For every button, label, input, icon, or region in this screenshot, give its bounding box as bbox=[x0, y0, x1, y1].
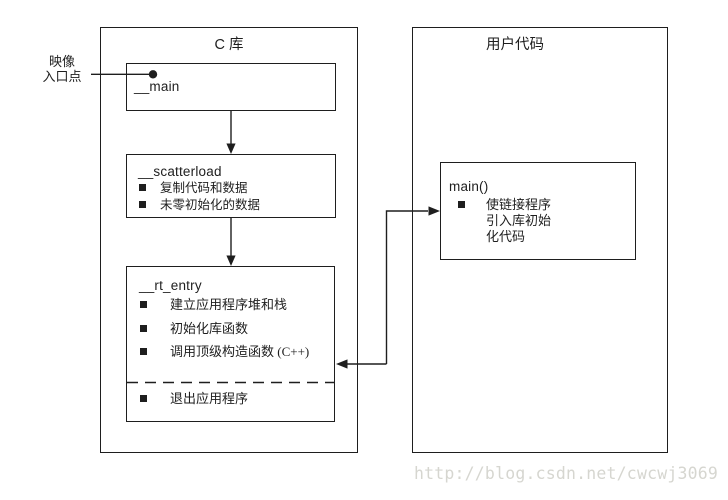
scatterload-items: 复制代码和数据 未零初始化的数据 bbox=[127, 181, 335, 214]
user-code-panel-title: 用户代码 bbox=[486, 37, 544, 53]
list-item-text: 化代码 bbox=[486, 229, 526, 245]
list-item-text: 复制代码和数据 bbox=[160, 181, 248, 195]
bullet-square-icon bbox=[140, 301, 147, 308]
rt-entry-exit-items: 退出应用程序 bbox=[127, 391, 334, 416]
list-item: 未零初始化的数据 bbox=[127, 198, 335, 212]
list-item: 调用顶级构造函数 (C++) bbox=[127, 344, 334, 360]
scatterload-box: __scatterload 复制代码和数据 未零初始化的数据 bbox=[126, 154, 336, 218]
bullet-square-icon bbox=[140, 395, 147, 402]
bullet-square-icon bbox=[139, 184, 146, 191]
entry-label-line2: 入口点 bbox=[42, 69, 82, 84]
main-entry-box: __main bbox=[126, 63, 336, 111]
list-item-text: 初始化库函数 bbox=[170, 320, 249, 336]
list-item: 初始化库函数 bbox=[127, 320, 334, 337]
main-function-item: 使链接程序 引入库初始 化代码 bbox=[486, 197, 551, 246]
main-entry-label: __main bbox=[134, 79, 180, 94]
rt-entry-label: __rt_entry bbox=[139, 278, 202, 293]
list-item-text: 引入库初始 bbox=[486, 213, 552, 229]
list-item-text: 调用顶级构造函数 (C++) bbox=[170, 344, 310, 359]
bullet-square-icon bbox=[140, 324, 147, 332]
main-function-box: main() 使链接程序 引入库初始 化代码 bbox=[440, 162, 636, 260]
c-library-panel-title: C 库 bbox=[214, 37, 244, 53]
rt-entry-items: 建立应用程序堆和栈 初始化库函数 调用顶级构造函数 (C++) bbox=[127, 297, 334, 369]
list-item: 复制代码和数据 bbox=[127, 181, 335, 195]
list-item-text: 建立应用程序堆和栈 bbox=[170, 297, 288, 312]
list-item-text: 退出应用程序 bbox=[170, 391, 249, 406]
main-function-label: main() bbox=[449, 179, 489, 194]
list-item-text: 使链接程序 bbox=[486, 197, 552, 212]
bullet-square-icon bbox=[458, 201, 465, 208]
list-item: 退出应用程序 bbox=[127, 391, 334, 407]
bullet-square-icon bbox=[139, 200, 146, 208]
image-entry-point-label: 映像 入口点 bbox=[28, 54, 96, 84]
list-item: 建立应用程序堆和栈 bbox=[127, 297, 334, 313]
scatterload-label: __scatterload bbox=[138, 164, 222, 179]
rt-entry-box: __rt_entry 建立应用程序堆和栈 初始化库函数 调用顶级构造函数 (C+… bbox=[126, 266, 335, 422]
bullet-square-icon bbox=[140, 348, 147, 355]
list-item-text: 未零初始化的数据 bbox=[160, 197, 261, 212]
entry-label-line1: 映像 bbox=[48, 54, 75, 69]
watermark-text: http://blog.csdn.net/cwcwj3069 bbox=[414, 464, 719, 483]
